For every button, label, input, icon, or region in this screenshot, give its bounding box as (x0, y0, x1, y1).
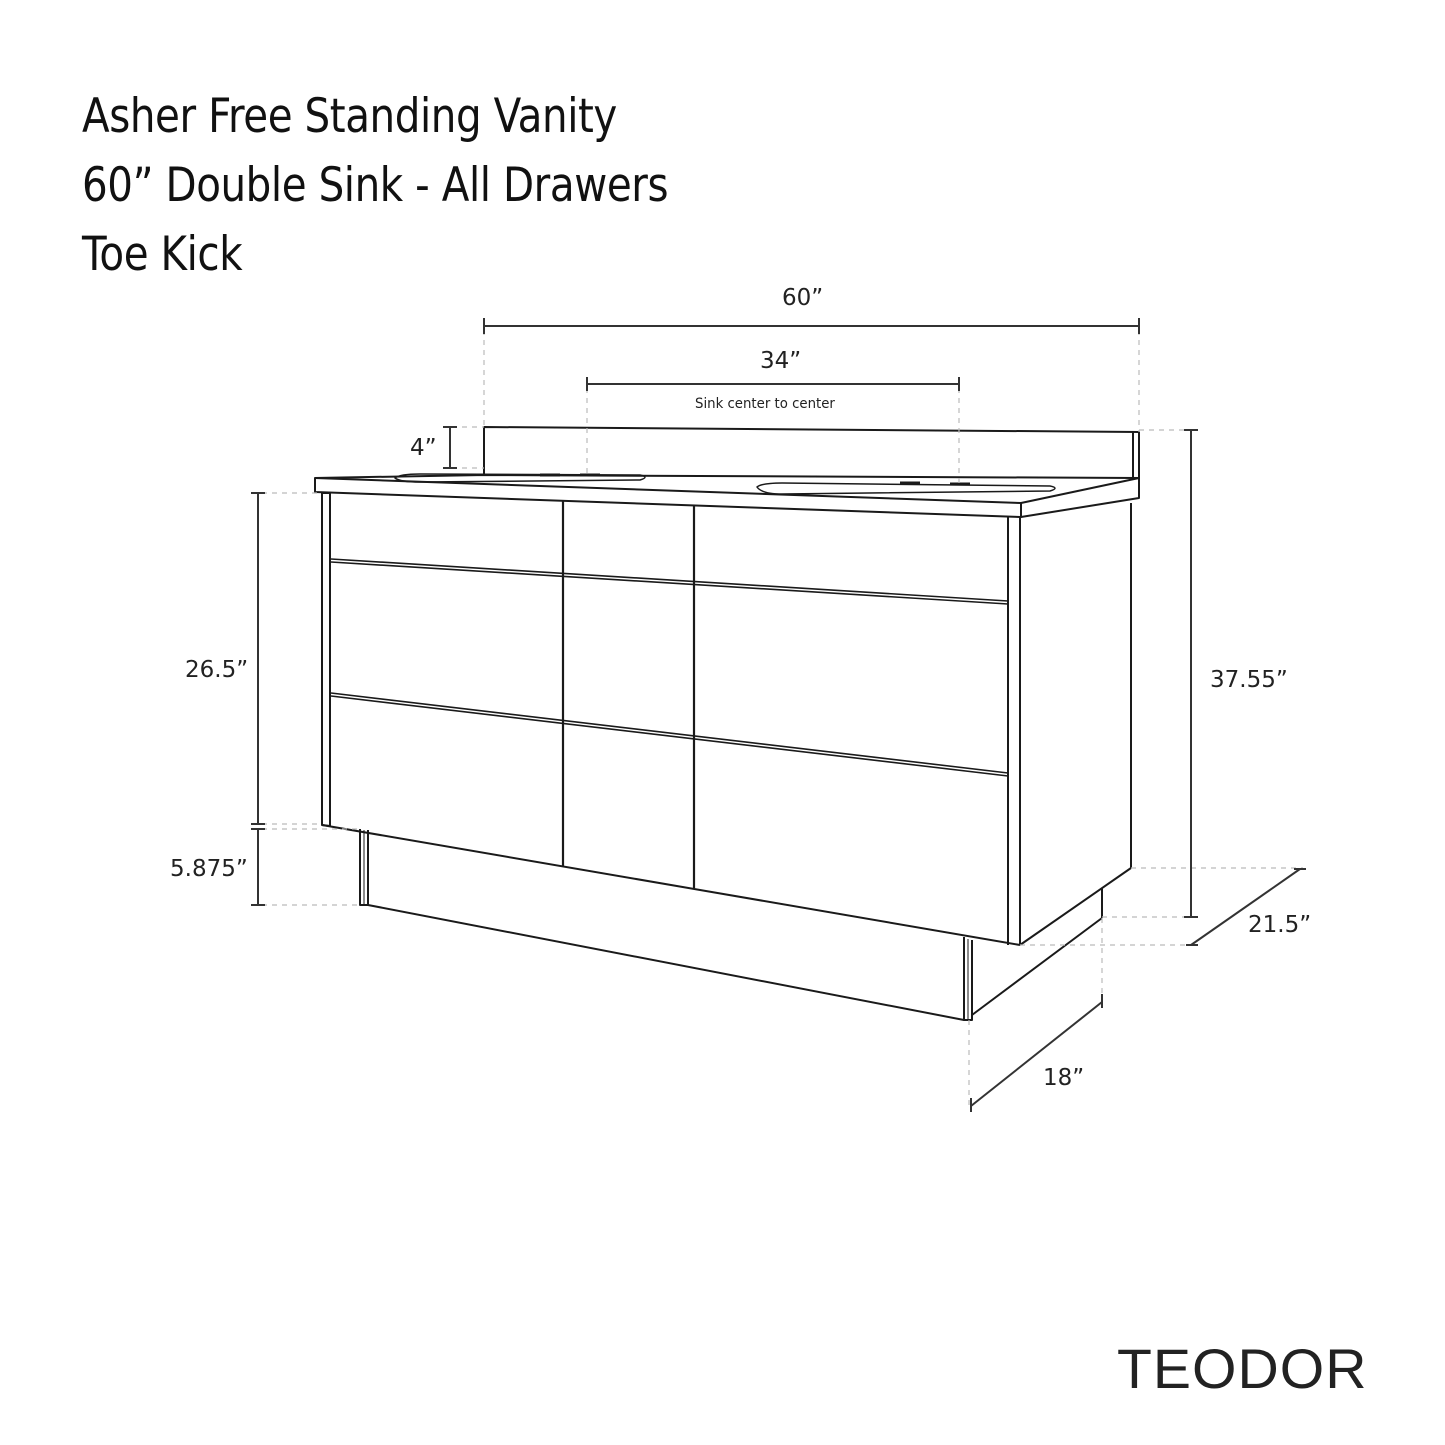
product-subtitle: 60” Double Sink - All Drawers (82, 158, 669, 213)
drawer-row-gaps (330, 558, 1009, 777)
dim-toe-kick-depth: 18” (1043, 1065, 1085, 1091)
dim-sink-spacing: 34” (760, 348, 802, 374)
guide-lines (262, 330, 1303, 1108)
product-variant: Toe Kick (82, 227, 243, 282)
dim-sink-spacing-caption: Sink center to center (695, 396, 835, 412)
dimension-lines (251, 318, 1306, 1112)
dim-overall-width: 60” (782, 285, 824, 311)
backsplash (483, 426, 1140, 478)
sink-right (756, 481, 1056, 495)
product-title: Asher Free Standing Vanity (82, 89, 617, 144)
dim-overall-depth: 21.5” (1248, 912, 1312, 938)
drawer-dividers (561, 500, 696, 888)
sink-left (394, 473, 646, 483)
cabinet-body (321, 492, 1132, 946)
toe-kick (359, 829, 1103, 1021)
title-block: Asher Free Standing Vanity 60” Double Si… (82, 82, 764, 289)
dim-cabinet-height: 26.5” (185, 657, 249, 683)
dim-toe-kick-height: 5.875” (170, 856, 248, 882)
brand-logo: TEODOR (1117, 1337, 1368, 1400)
dim-backsplash-height: 4” (410, 435, 437, 461)
dim-overall-height: 37.55” (1210, 667, 1288, 693)
